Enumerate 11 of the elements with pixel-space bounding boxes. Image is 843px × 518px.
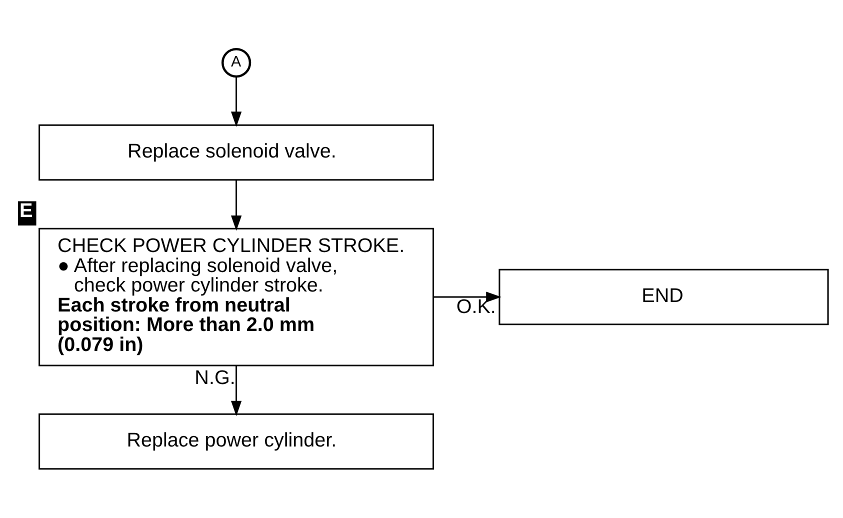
node-label: E [20, 200, 33, 222]
arrow [230, 180, 242, 231]
arrow [230, 366, 242, 416]
node-box: END [498, 268, 829, 326]
arrow [433, 292, 502, 302]
arrow [230, 77, 242, 127]
node-box: Replace solenoid valve. [38, 124, 434, 181]
node-circle: A [221, 48, 252, 78]
edge-label: O.K. [456, 296, 496, 318]
edge-label: N.G. [194, 367, 236, 390]
node-box: Replace power cylinder. [38, 413, 434, 470]
